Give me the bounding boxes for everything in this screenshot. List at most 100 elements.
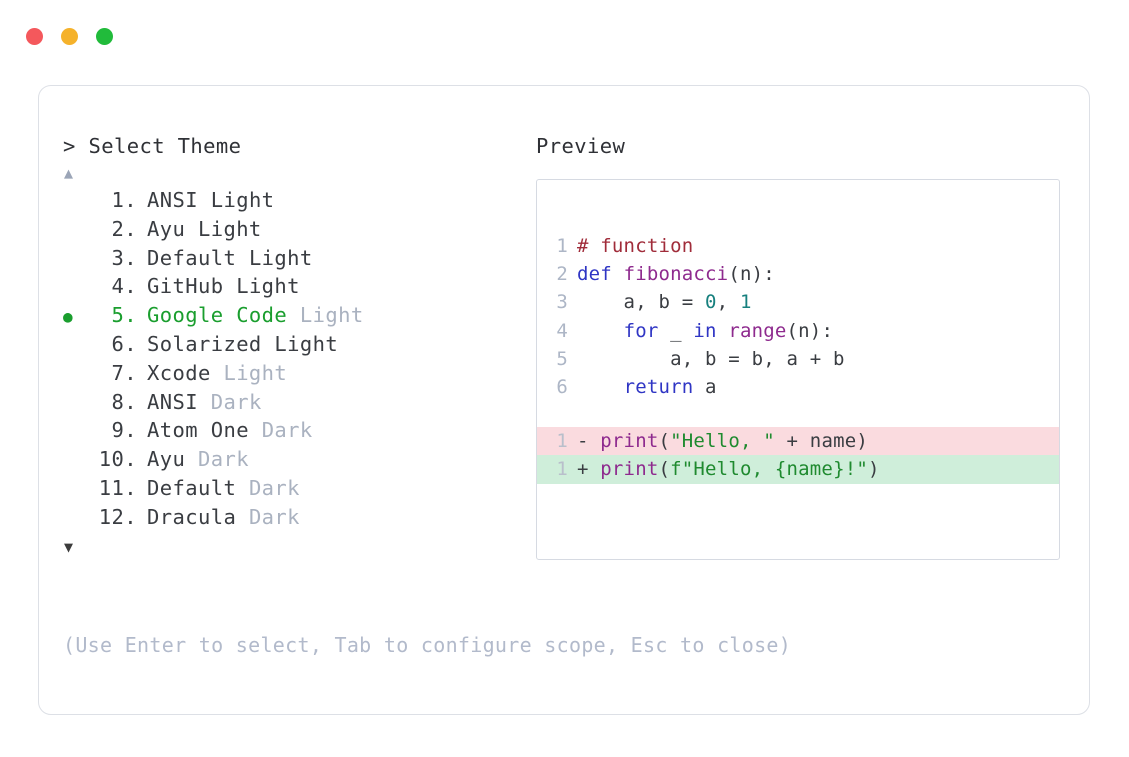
theme-item-number: 9.	[111, 418, 137, 443]
code-line: 2 def fibonacci(n):	[537, 260, 1059, 288]
code-spacer	[537, 401, 1059, 427]
theme-item-name: Ayu Light	[147, 216, 262, 241]
theme-item-variant: Dark	[248, 504, 300, 529]
theme-list-item[interactable]: 9. Atom One Dark	[63, 418, 533, 447]
code-line-text: a, b = b, a + b	[577, 345, 1059, 373]
theme-item-name: Default Light	[147, 245, 313, 270]
theme-item-name: Google Code Light	[147, 303, 364, 328]
theme-list-item[interactable]: 4. GitHub Light	[63, 274, 533, 303]
theme-item-variant: Dark	[248, 475, 300, 500]
scroll-down-arrow-icon[interactable]: ▼	[64, 537, 74, 556]
code-token: +	[577, 458, 601, 481]
theme-list-item[interactable]: 2. Ayu Light	[63, 217, 533, 246]
code-token: ,	[716, 291, 740, 314]
theme-item-number: 6.	[111, 331, 137, 356]
theme-item-variant: Dark	[197, 447, 249, 472]
code-line: 5 a, b = b, a + b	[537, 345, 1059, 373]
keyboard-hint-text: (Use Enter to select, Tab to configure s…	[63, 633, 792, 657]
theme-item-number: 2.	[111, 216, 137, 241]
theme-item-variant: Light	[274, 331, 339, 356]
code-token: _	[658, 319, 694, 342]
code-token	[577, 320, 624, 342]
code-line: 4 for _ in range(n):	[537, 317, 1059, 345]
theme-list-item[interactable]: ● 5. Google Code Light	[63, 303, 533, 332]
theme-list-item[interactable]: 8.ANSI Dark	[63, 390, 533, 419]
theme-list-item[interactable]: 11. Default Dark	[63, 476, 533, 505]
theme-item-variant: Dark	[210, 389, 262, 414]
line-number: 1	[556, 235, 568, 257]
code-token: -	[577, 430, 601, 453]
select-theme-prompt: > Select Theme	[63, 134, 242, 158]
code-line-text: return a	[577, 373, 1059, 401]
theme-item-number: 1.	[111, 188, 137, 212]
minimize-button[interactable]	[61, 28, 78, 45]
line-number: 1	[556, 430, 568, 453]
theme-list-item[interactable]: 12.Dracula Dark	[63, 505, 533, 534]
theme-item-number: 10.	[98, 447, 137, 472]
theme-list-item[interactable]: 6. Solarized Light	[63, 332, 533, 361]
code-token: (n):	[728, 263, 775, 286]
theme-list[interactable]: 1. ANSI Light 2. Ayu Light 3. Default Light 4.…	[63, 188, 533, 534]
theme-item-variant: Light	[299, 303, 364, 328]
theme-item-number: 3.	[111, 245, 137, 270]
preview-label: Preview	[536, 134, 626, 158]
code-token: a, b = b, a + b	[577, 347, 845, 370]
code-token: + name)	[774, 430, 869, 453]
theme-item-name: ANSI Dark	[147, 389, 262, 414]
theme-item-name: Atom One Dark	[147, 418, 313, 443]
code-token: print	[600, 430, 659, 453]
maximize-button[interactable]	[96, 28, 113, 45]
code-line-text: def fibonacci(n):	[577, 260, 1059, 288]
code-token: (n):	[786, 319, 834, 342]
theme-item-variant: Light	[197, 216, 262, 241]
code-token: 0	[705, 291, 717, 314]
theme-item-number: 11.	[98, 475, 137, 500]
theme-item-name: Ayu Dark	[147, 447, 249, 472]
theme-list-item[interactable]: 10. Ayu Dark	[63, 447, 533, 476]
code-token: print	[600, 458, 659, 481]
theme-item-variant: Light	[236, 274, 300, 299]
code-line-text: # function	[577, 232, 1059, 260]
code-token: a	[693, 375, 717, 398]
theme-item-number: 5.	[111, 303, 137, 328]
line-number: 4	[556, 319, 568, 342]
code-line: 3 a, b = 0, 1	[537, 288, 1059, 316]
theme-item-name: Solarized Light	[147, 331, 339, 356]
line-number: 2	[556, 263, 568, 286]
theme-list-item[interactable]: 1. ANSI Light	[63, 188, 533, 217]
code-token	[577, 376, 624, 398]
line-number: 3	[556, 291, 568, 314]
theme-item-name: Xcode Light	[147, 360, 288, 385]
code-line-text: a, b = 0, 1	[577, 288, 1059, 316]
code-token: # function	[577, 235, 694, 257]
theme-item-name: GitHub Light	[147, 274, 300, 299]
theme-item-name: Default Dark	[147, 475, 300, 500]
line-number: 5	[556, 347, 568, 370]
line-number: 1	[556, 458, 568, 481]
theme-list-item[interactable]: 7.Xcode Light	[63, 361, 533, 390]
theme-item-variant: Light	[248, 245, 313, 270]
theme-item-number: 12.	[98, 504, 137, 529]
theme-item-variant: Light	[210, 188, 275, 212]
theme-list-item[interactable]: 3. Default Light	[63, 246, 533, 275]
code-line-text: + print(f"Hello, {name}!")	[577, 455, 1059, 483]
code-line-removed: 1 - print("Hello, " + name)	[537, 427, 1059, 456]
code-token: (	[658, 458, 671, 481]
code-token: fibonacci	[623, 263, 729, 286]
theme-item-number: 4.	[111, 274, 137, 299]
theme-item-variant: Light	[223, 360, 288, 385]
theme-item-name: ANSI Light	[147, 188, 275, 212]
close-button[interactable]	[26, 28, 43, 45]
code-token: 1	[739, 291, 752, 314]
code-token: return	[623, 375, 694, 398]
code-line-text: - print("Hello, " + name)	[577, 427, 1059, 455]
code-token: (	[658, 430, 671, 453]
scroll-up-arrow-icon[interactable]: ▲	[64, 164, 74, 182]
code-token: def	[577, 263, 624, 286]
selected-bullet-icon: ●	[63, 307, 74, 327]
theme-list-column: > Select Theme ▲ 1. ANSI Light 2. Ayu Light…	[63, 132, 533, 560]
code-token: for	[623, 319, 659, 342]
